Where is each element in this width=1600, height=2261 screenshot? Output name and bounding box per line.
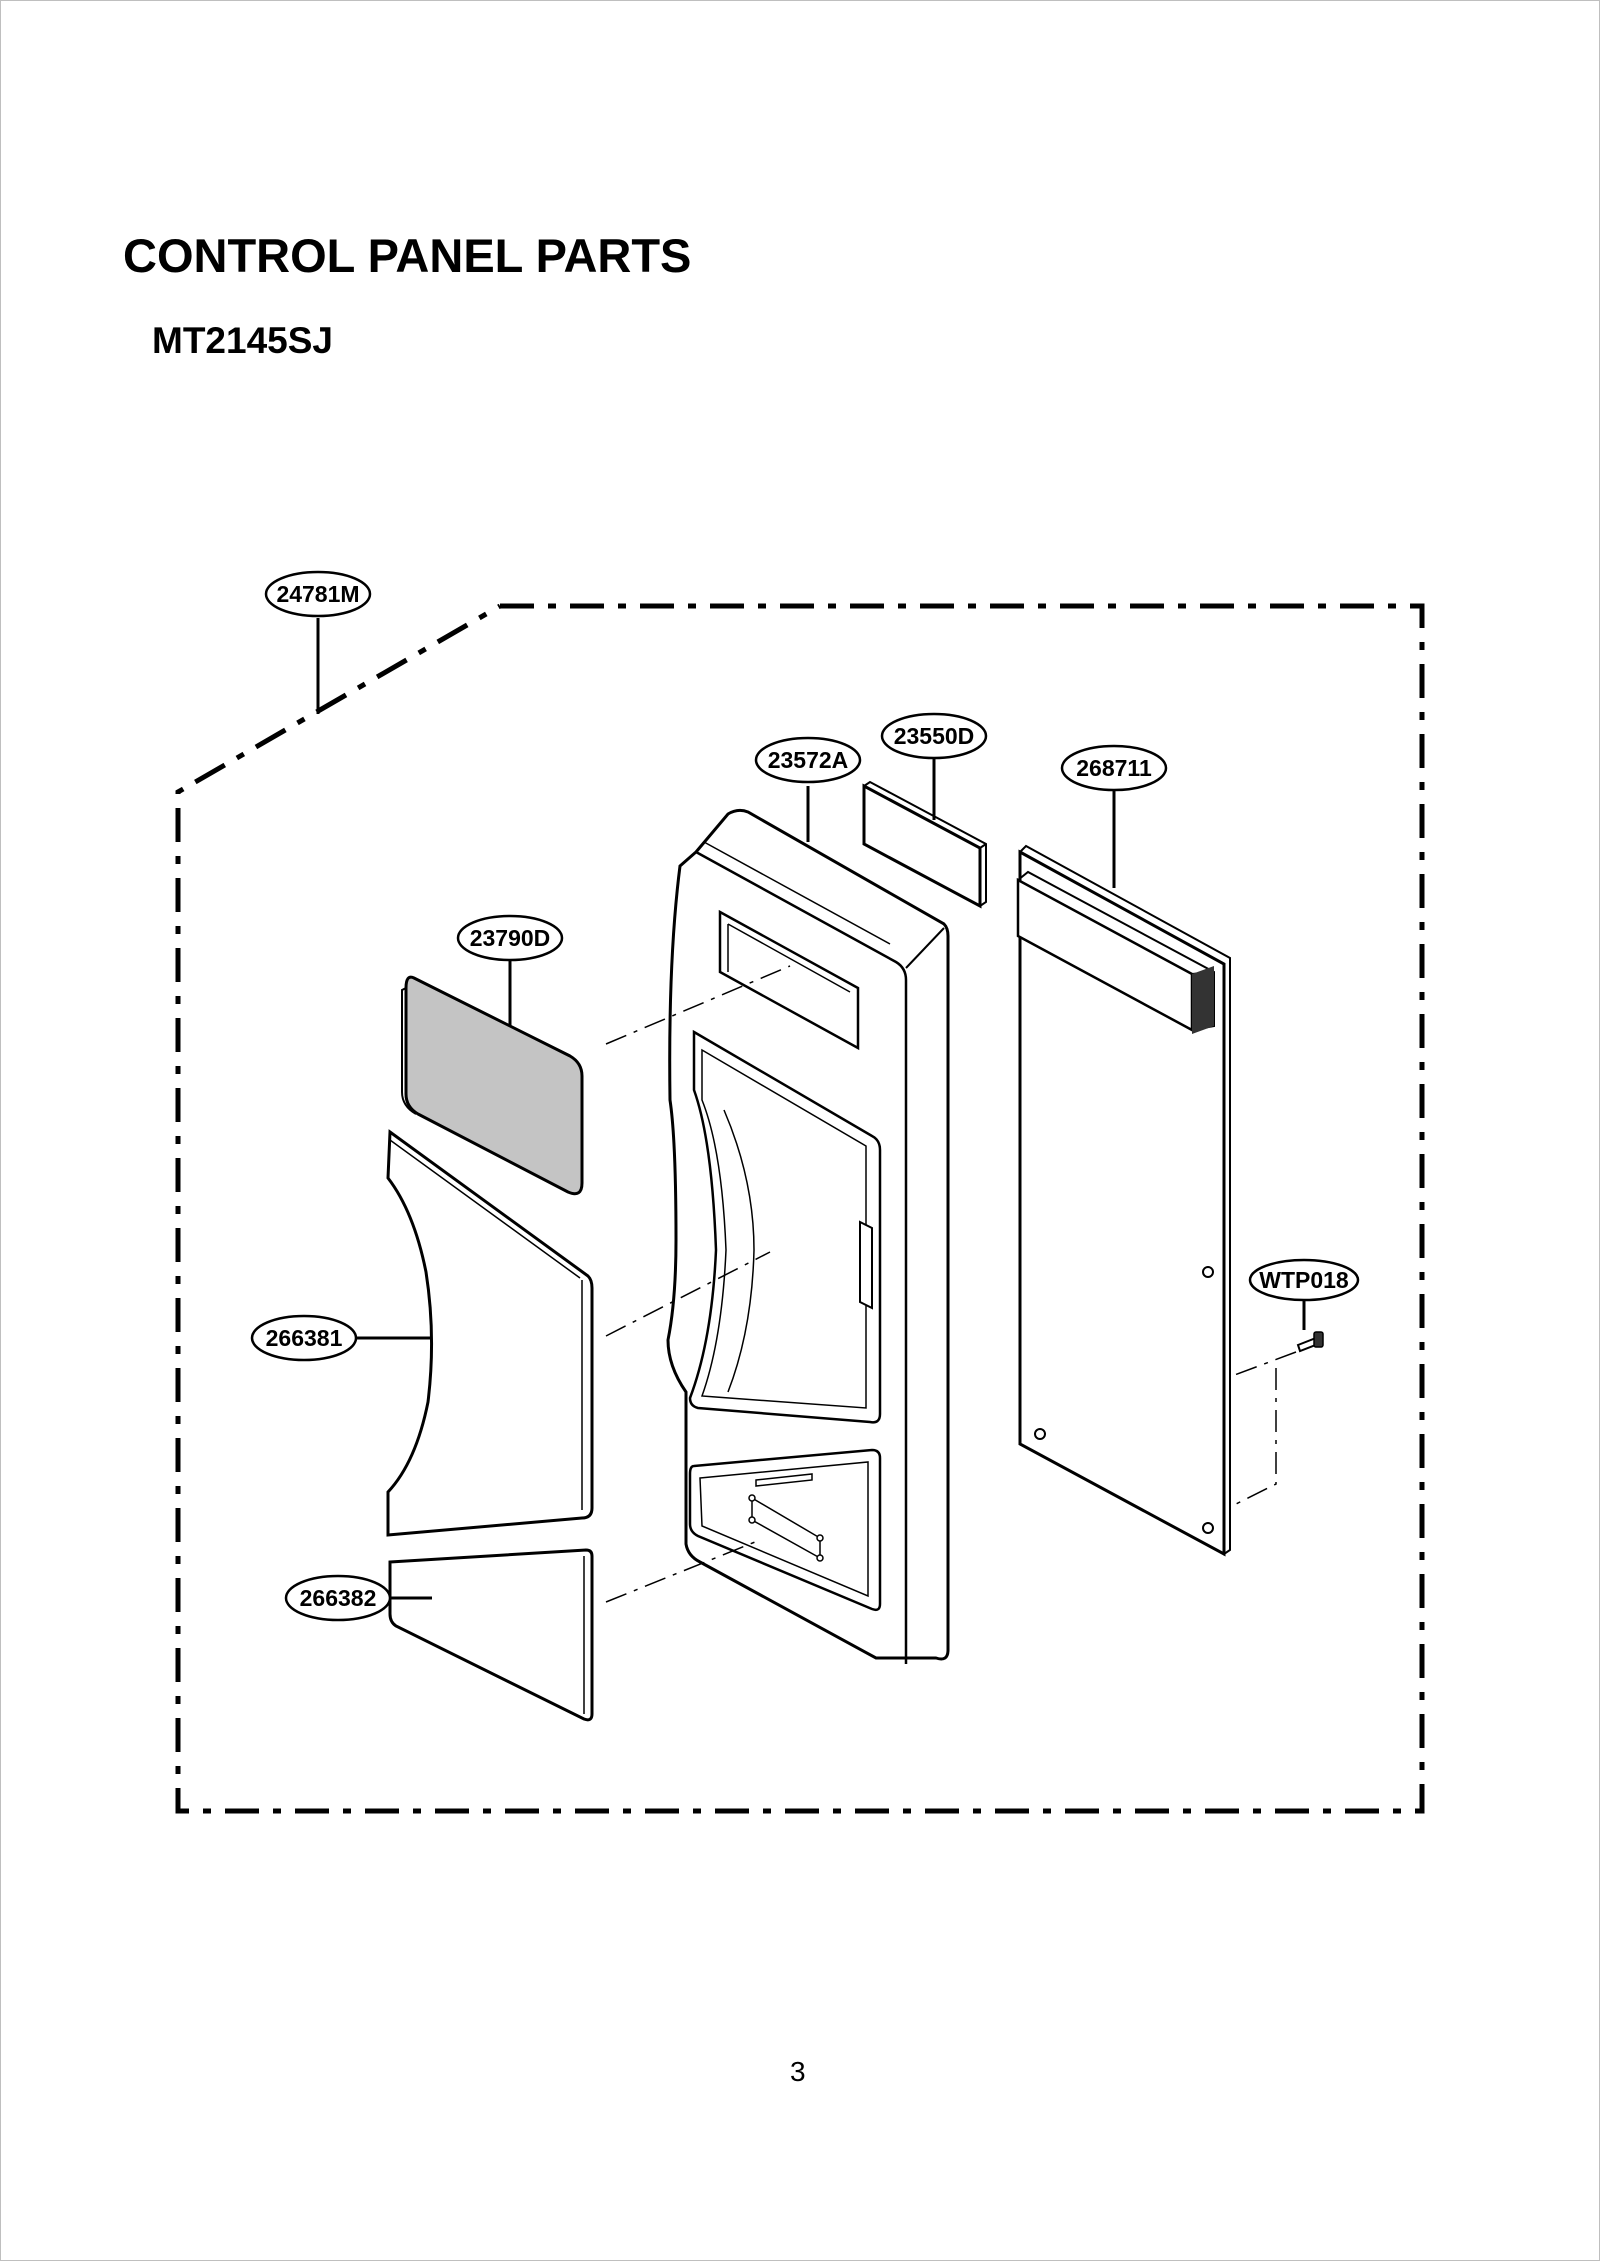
screw-part <box>1296 1331 1324 1353</box>
callout-panel-frame-label: 23572A <box>768 747 849 773</box>
callout-window-sheet: 23790D <box>456 914 564 962</box>
callout-window-sheet-label: 23790D <box>470 925 551 951</box>
callout-pcb-label: 268711 <box>1076 755 1152 781</box>
pcb-part <box>1016 844 1231 1557</box>
window-sheet-part <box>404 975 584 1196</box>
callout-panel-frame: 23572A <box>754 736 862 784</box>
assembly-guide-lines <box>605 965 1297 1603</box>
front-sheet-upper-edge <box>389 1139 583 1510</box>
assembly-boundary <box>175 603 1425 1814</box>
callout-leaders <box>316 618 1306 1600</box>
callout-screw-label: WTP018 <box>1259 1267 1349 1293</box>
callout-display-window: 23550D <box>880 712 988 760</box>
page-number: 3 <box>790 2056 806 2087</box>
callout-front-sheet-lower-label: 266382 <box>300 1585 377 1611</box>
front-sheet-upper-part <box>386 1129 594 1537</box>
window-sheet-edge <box>401 987 417 1115</box>
front-sheet-lower-part <box>388 1548 594 1722</box>
callout-front-sheet-upper: 266381 <box>250 1314 358 1362</box>
callout-front-sheet-lower: 266382 <box>284 1574 392 1622</box>
callout-screw: WTP018 <box>1248 1258 1360 1302</box>
callout-front-sheet-upper-label: 266381 <box>266 1325 343 1351</box>
callout-display-window-label: 23550D <box>894 723 975 749</box>
callout-assembly: 24781M <box>264 570 372 618</box>
callout-pcb: 268711 <box>1060 744 1168 792</box>
callout-assembly-label: 24781M <box>276 581 359 607</box>
panel-frame-part <box>666 808 950 1664</box>
model-number: MT2145SJ <box>152 320 333 361</box>
page-title: CONTROL PANEL PARTS <box>123 229 692 282</box>
